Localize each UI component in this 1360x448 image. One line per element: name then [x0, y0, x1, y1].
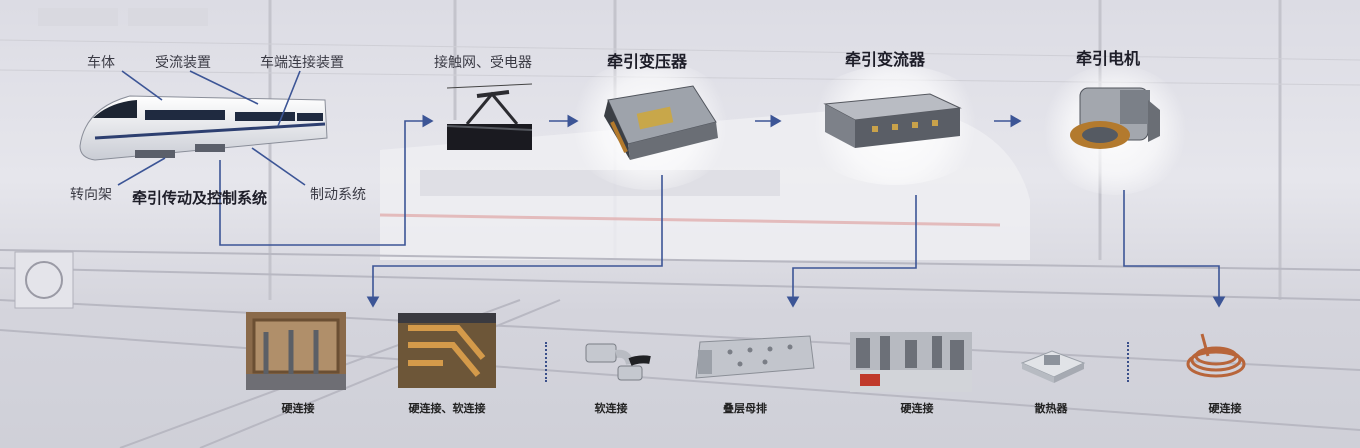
caption-hard-connection-3: 硬连接: [1208, 402, 1242, 415]
label-motor: 牵引电机: [1076, 49, 1141, 68]
caption-hard-connection-1: 硬连接: [281, 402, 315, 415]
label-transformer: 牵引变压器: [607, 52, 688, 71]
transformer-image: [604, 85, 718, 160]
loop-to-catenary: [219, 114, 434, 246]
product-image-laminated-busbar: [695, 335, 815, 379]
pointer-bogie: [117, 157, 166, 186]
product-image-heatsink: [1020, 350, 1086, 383]
group-separator-1: [545, 342, 547, 382]
label-current-collector: 受流装置: [155, 55, 211, 71]
caption-heatsink: 散热器: [1034, 402, 1068, 415]
label-converter: 牵引变流器: [845, 50, 926, 69]
label-catenary: 接触网、受电器: [434, 55, 532, 71]
product-image-hard-connection-2: [850, 332, 972, 392]
group-separator-2: [1127, 342, 1129, 382]
pointer-end-connector: [277, 70, 301, 127]
caption-hard-connection-2: 硬连接: [900, 402, 934, 415]
pointer-current-collector: [189, 70, 259, 105]
label-end-connector: 车端连接装置: [260, 55, 344, 71]
branch-motor: [1123, 190, 1226, 308]
branch-transformer: [366, 175, 663, 308]
label-brake-system: 制动系统: [310, 187, 366, 203]
motor-image: [1070, 87, 1160, 149]
caption-soft-connection: 软连接: [594, 402, 628, 415]
pointer-body: [121, 70, 163, 101]
pointer-brake: [251, 147, 306, 186]
label-car-body: 车体: [87, 55, 115, 71]
product-image-hard-soft-connection: [398, 313, 496, 388]
label-traction-system: 牵引传动及控制系统: [132, 189, 268, 207]
product-image-hard-connection-1: [246, 312, 346, 390]
caption-laminated-busbar: 叠层母排: [723, 402, 767, 415]
label-bogie: 转向架: [70, 187, 112, 203]
train-illustration: [79, 95, 328, 161]
caption-hard-soft-connection: 硬连接、软连接: [408, 402, 486, 415]
branch-converter: [786, 195, 917, 308]
product-image-soft-connection: [585, 343, 651, 381]
product-image-hard-connection-3: [1186, 333, 1246, 378]
pantograph-image: [447, 83, 532, 150]
converter-image: [823, 93, 962, 148]
